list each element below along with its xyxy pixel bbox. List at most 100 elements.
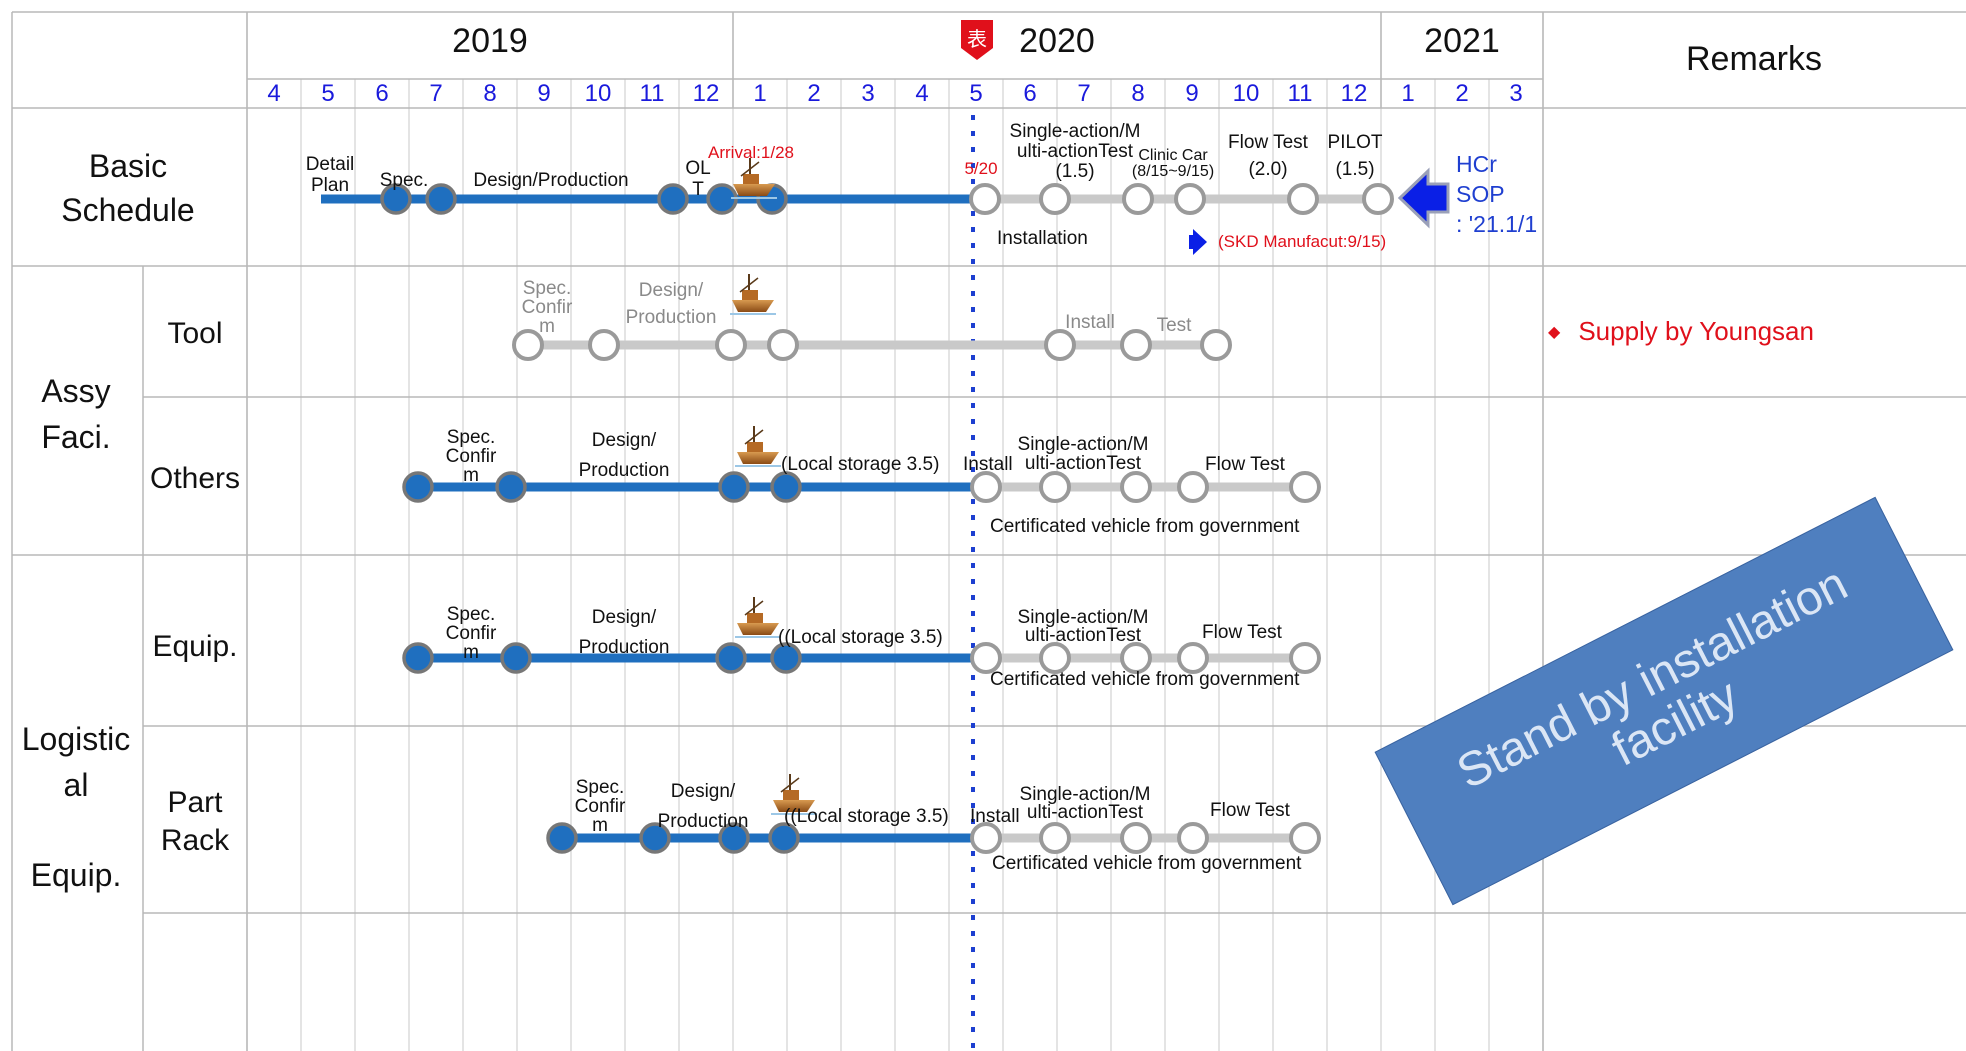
table-frame [11, 11, 1966, 1051]
milestone-planned [1287, 183, 1319, 215]
milestone-done [718, 822, 750, 854]
month-label: 7 [1077, 80, 1090, 107]
month-label: 5 [321, 80, 334, 107]
milestone-done [402, 471, 434, 503]
milestone-done [768, 822, 800, 854]
rack-certificated-label: Certificated vehicle from government [992, 853, 1302, 874]
month-label: 11 [640, 80, 665, 107]
year-2021: 2021 [1424, 22, 1500, 60]
milestone-planned [1044, 329, 1076, 361]
equip-design-label: Design/Production [579, 607, 670, 658]
month-label: 5 [969, 80, 982, 107]
rack-install-label: Install [970, 806, 1020, 827]
milestone-planned [1289, 822, 1321, 854]
milestone-done [546, 822, 578, 854]
rack-design-label: Design/Production [658, 781, 749, 832]
milestone-done [657, 183, 689, 215]
remark-supply-text: Supply by Youngsan [1578, 316, 1814, 346]
milestone-planned [1120, 329, 1152, 361]
others-install-label: Install [963, 454, 1013, 475]
month-label: 3 [1509, 80, 1522, 107]
ship-icons [730, 158, 817, 815]
milestone-planned [1177, 822, 1209, 854]
milestone-done [639, 822, 671, 854]
others-design-label: Design/Production [579, 430, 670, 481]
row-label-others: Others [150, 462, 240, 495]
milestone-planned [1200, 329, 1232, 361]
milestone-done [495, 471, 527, 503]
row-label-tool: Tool [167, 317, 222, 350]
design-production-label: Design/Production [473, 170, 628, 191]
installation-label: Installation [997, 228, 1088, 249]
ship-icon [730, 274, 776, 315]
milestone-planned [588, 329, 620, 361]
skd-label: (SKD Manufacut:9/15) [1218, 232, 1386, 251]
month-label: 12 [1341, 80, 1368, 107]
milestone-planned [1120, 822, 1152, 854]
milestone-planned [512, 329, 544, 361]
milestone-planned [1174, 183, 1206, 215]
remarks-header: Remarks [1686, 40, 1822, 78]
milestone-planned [1039, 822, 1071, 854]
milestone-planned [969, 183, 1001, 215]
milestone-done [425, 183, 457, 215]
month-label: 8 [483, 80, 496, 107]
milestone-planned [1120, 642, 1152, 674]
month-label: 9 [1185, 80, 1198, 107]
month-label: 3 [861, 80, 874, 107]
row-label-equip: Equip. [152, 630, 237, 663]
diamond-bullet-icon: ◆ [1548, 324, 1561, 341]
month-label: 11 [1288, 80, 1313, 107]
milestone-done [715, 642, 747, 674]
milestone-planned [1120, 471, 1152, 503]
month-label: 9 [537, 80, 550, 107]
rack-flow-test-label: Flow Test [1210, 800, 1291, 821]
milestone-done [500, 642, 532, 674]
equip-certificated-label: Certificated vehicle from government [990, 669, 1300, 690]
arrival-label: Arrival:1/28 [708, 143, 794, 162]
others-certificated-label: Certificated vehicle from government [990, 516, 1300, 537]
milestone-planned [970, 471, 1002, 503]
month-label: 1 [753, 80, 766, 107]
ship-icon [735, 426, 781, 467]
milestone-planned [1039, 471, 1071, 503]
milestone-planned [1177, 642, 1209, 674]
milestone-planned [1039, 183, 1071, 215]
year-2020: 2020 [1019, 22, 1095, 60]
month-label: 10 [1233, 80, 1260, 107]
timeline-bars [321, 183, 1394, 854]
year-header: 2019 2020 2021 [452, 22, 1500, 60]
milestone-planned [1177, 471, 1209, 503]
rack-storage-label: ((Local storage 3.5) [784, 806, 949, 827]
clinic-car-label: Clinic Car(8/15~9/15) [1132, 147, 1214, 180]
equip-flow-test-label: Flow Test [1202, 622, 1283, 643]
tool-test-label: Test [1157, 315, 1193, 336]
month-label: 2 [807, 80, 820, 107]
month-label: 1 [1401, 80, 1414, 107]
month-label: 6 [375, 80, 388, 107]
year-2019: 2019 [452, 22, 528, 60]
date-520-label: 5/20 [964, 159, 997, 178]
skd-arrow-icon [1189, 229, 1207, 255]
milestone-planned [1122, 183, 1154, 215]
equip-storage-label: ((Local storage 3.5) [778, 627, 943, 648]
milestone-planned [715, 329, 747, 361]
hcr-sop-arrow-icon [1397, 167, 1450, 229]
milestone-planned [970, 822, 1002, 854]
milestone-done [380, 183, 412, 215]
month-label: 6 [1023, 80, 1036, 107]
milestone-planned [767, 329, 799, 361]
